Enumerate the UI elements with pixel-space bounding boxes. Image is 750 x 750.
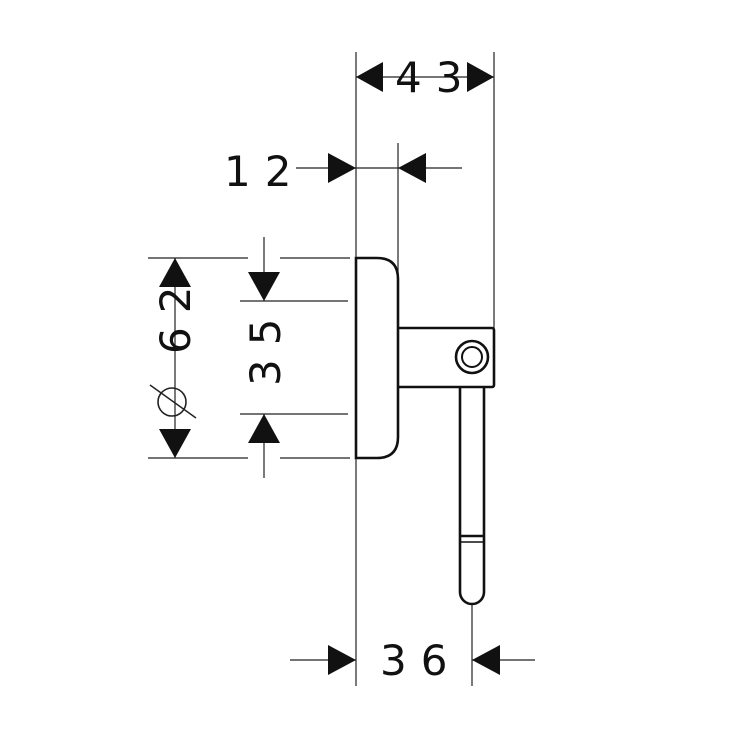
diameter-symbol-icon [149,384,197,419]
pin-cap [454,339,490,375]
dimension-arrow [472,645,500,675]
dimension-label-43: 43 [395,53,476,102]
dimension-overall-depth: 43 [356,53,494,102]
dimension-arrow [328,645,356,675]
dimension-label-36: 36 [380,636,461,685]
dimension-arrow [248,272,280,301]
dimension-arrow [159,429,191,458]
hook-product-outline [354,256,496,606]
dimension-label-35: 35 [241,305,290,386]
dimension-arrow [398,153,426,183]
dimension-rosette-thickness: 12 [224,147,462,196]
wall-rosette [354,256,400,460]
dimension-label-62: 62 [151,273,200,354]
dimension-hook-projection: 36 [290,636,535,685]
dimension-arrow [467,62,494,92]
dimension-arrow [159,258,191,287]
dimension-rosette-diameter: 62 [149,258,200,458]
hook-pin [458,370,486,606]
dimension-arrow [356,62,383,92]
dimension-arrow [328,153,356,183]
dimension-arrow [248,414,280,443]
dimension-label-12: 12 [224,147,305,196]
dimension-mounting-height: 35 [241,237,290,478]
